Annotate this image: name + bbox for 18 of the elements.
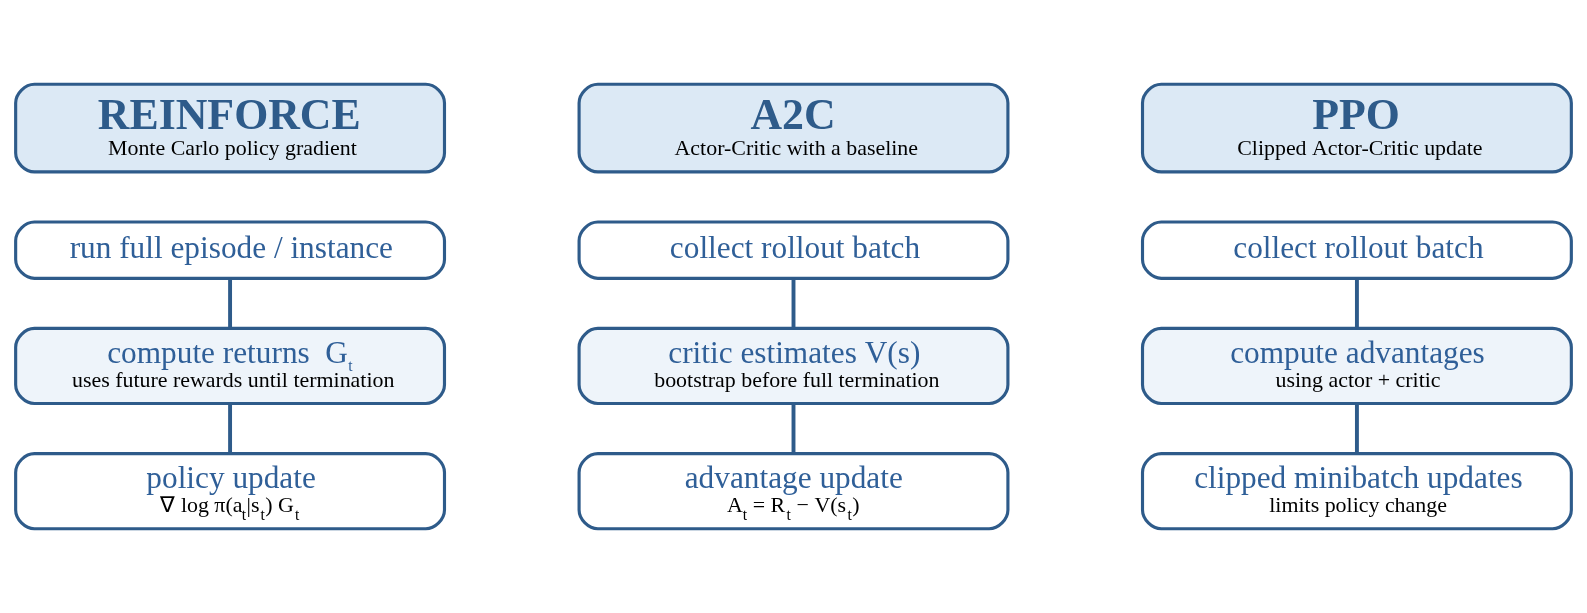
node-box: compute returns G$_{t}$ uses future rewards until termination (14, 326, 447, 406)
node-box: critic estimates V(s) bootstrap before full termination (577, 326, 1010, 406)
node-box: clipped minibatch updates limits policy change (1140, 452, 1573, 531)
node-box: collect rollout batch (577, 220, 1010, 280)
node-box: REINFORCE Monte Carlo policy gradient (14, 82, 447, 174)
connector (228, 404, 233, 454)
node-box: collect rollout batch (1140, 220, 1573, 280)
node-box: run full episode / instance (14, 220, 447, 280)
node-box: compute advantages using actor + critic (1140, 326, 1573, 406)
connector (791, 404, 796, 454)
connector (1354, 404, 1359, 454)
node-box: advantage update A$_{t}$ = R$_{t}$ − V(s$_{t}$) (577, 452, 1010, 531)
node-box: PPO Clipped Actor-Critic update (1140, 82, 1573, 174)
node-box: policy update ∇ log π(a$_{t}$|s$_{t}$) G$_{t}$ (14, 452, 447, 531)
connector (791, 278, 796, 329)
connector (1354, 278, 1359, 329)
connector (228, 278, 233, 329)
node-box: A2C Actor-Critic with a baseline (577, 82, 1010, 174)
